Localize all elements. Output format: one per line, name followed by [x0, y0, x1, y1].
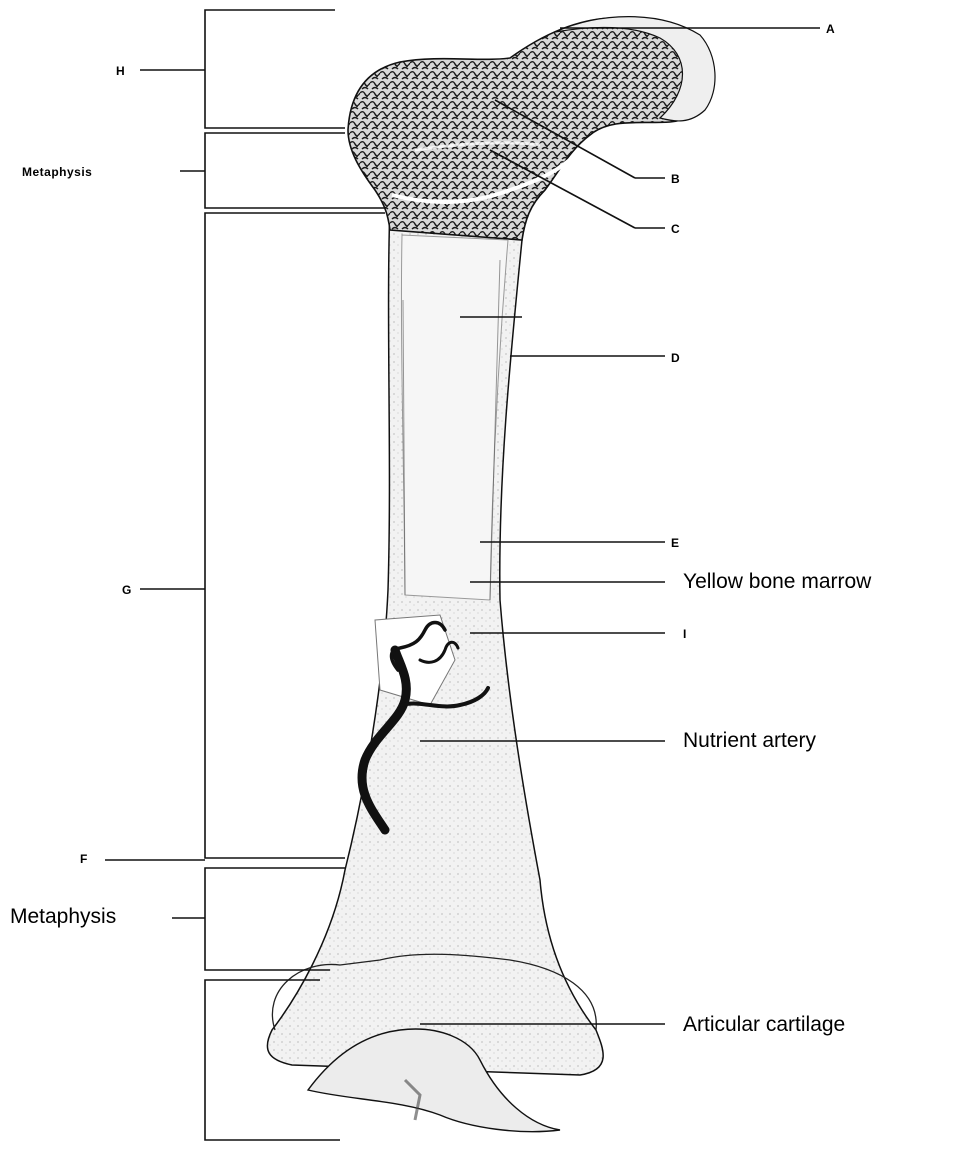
bracket-g	[205, 213, 385, 858]
label-g: G	[122, 583, 132, 597]
label-metaphysis-top: Metaphysis	[22, 165, 92, 179]
label-f: F	[80, 852, 88, 866]
label-c: C	[671, 222, 680, 236]
label-h: H	[116, 64, 125, 78]
label-metaphysis-bottom: Metaphysis	[10, 905, 116, 929]
proximal-head	[348, 18, 712, 240]
label-a: A	[826, 22, 835, 36]
label-articular-cartilage: Articular cartilage	[683, 1013, 845, 1037]
left-leaders	[105, 70, 205, 918]
label-b: B	[671, 172, 680, 186]
label-i: I	[683, 627, 687, 641]
label-d: D	[671, 351, 680, 365]
label-e: E	[671, 536, 680, 550]
label-nutrient-artery: Nutrient artery	[683, 729, 816, 753]
bracket-h	[205, 10, 345, 128]
label-yellow-bone-marrow: Yellow bone marrow	[683, 570, 871, 594]
